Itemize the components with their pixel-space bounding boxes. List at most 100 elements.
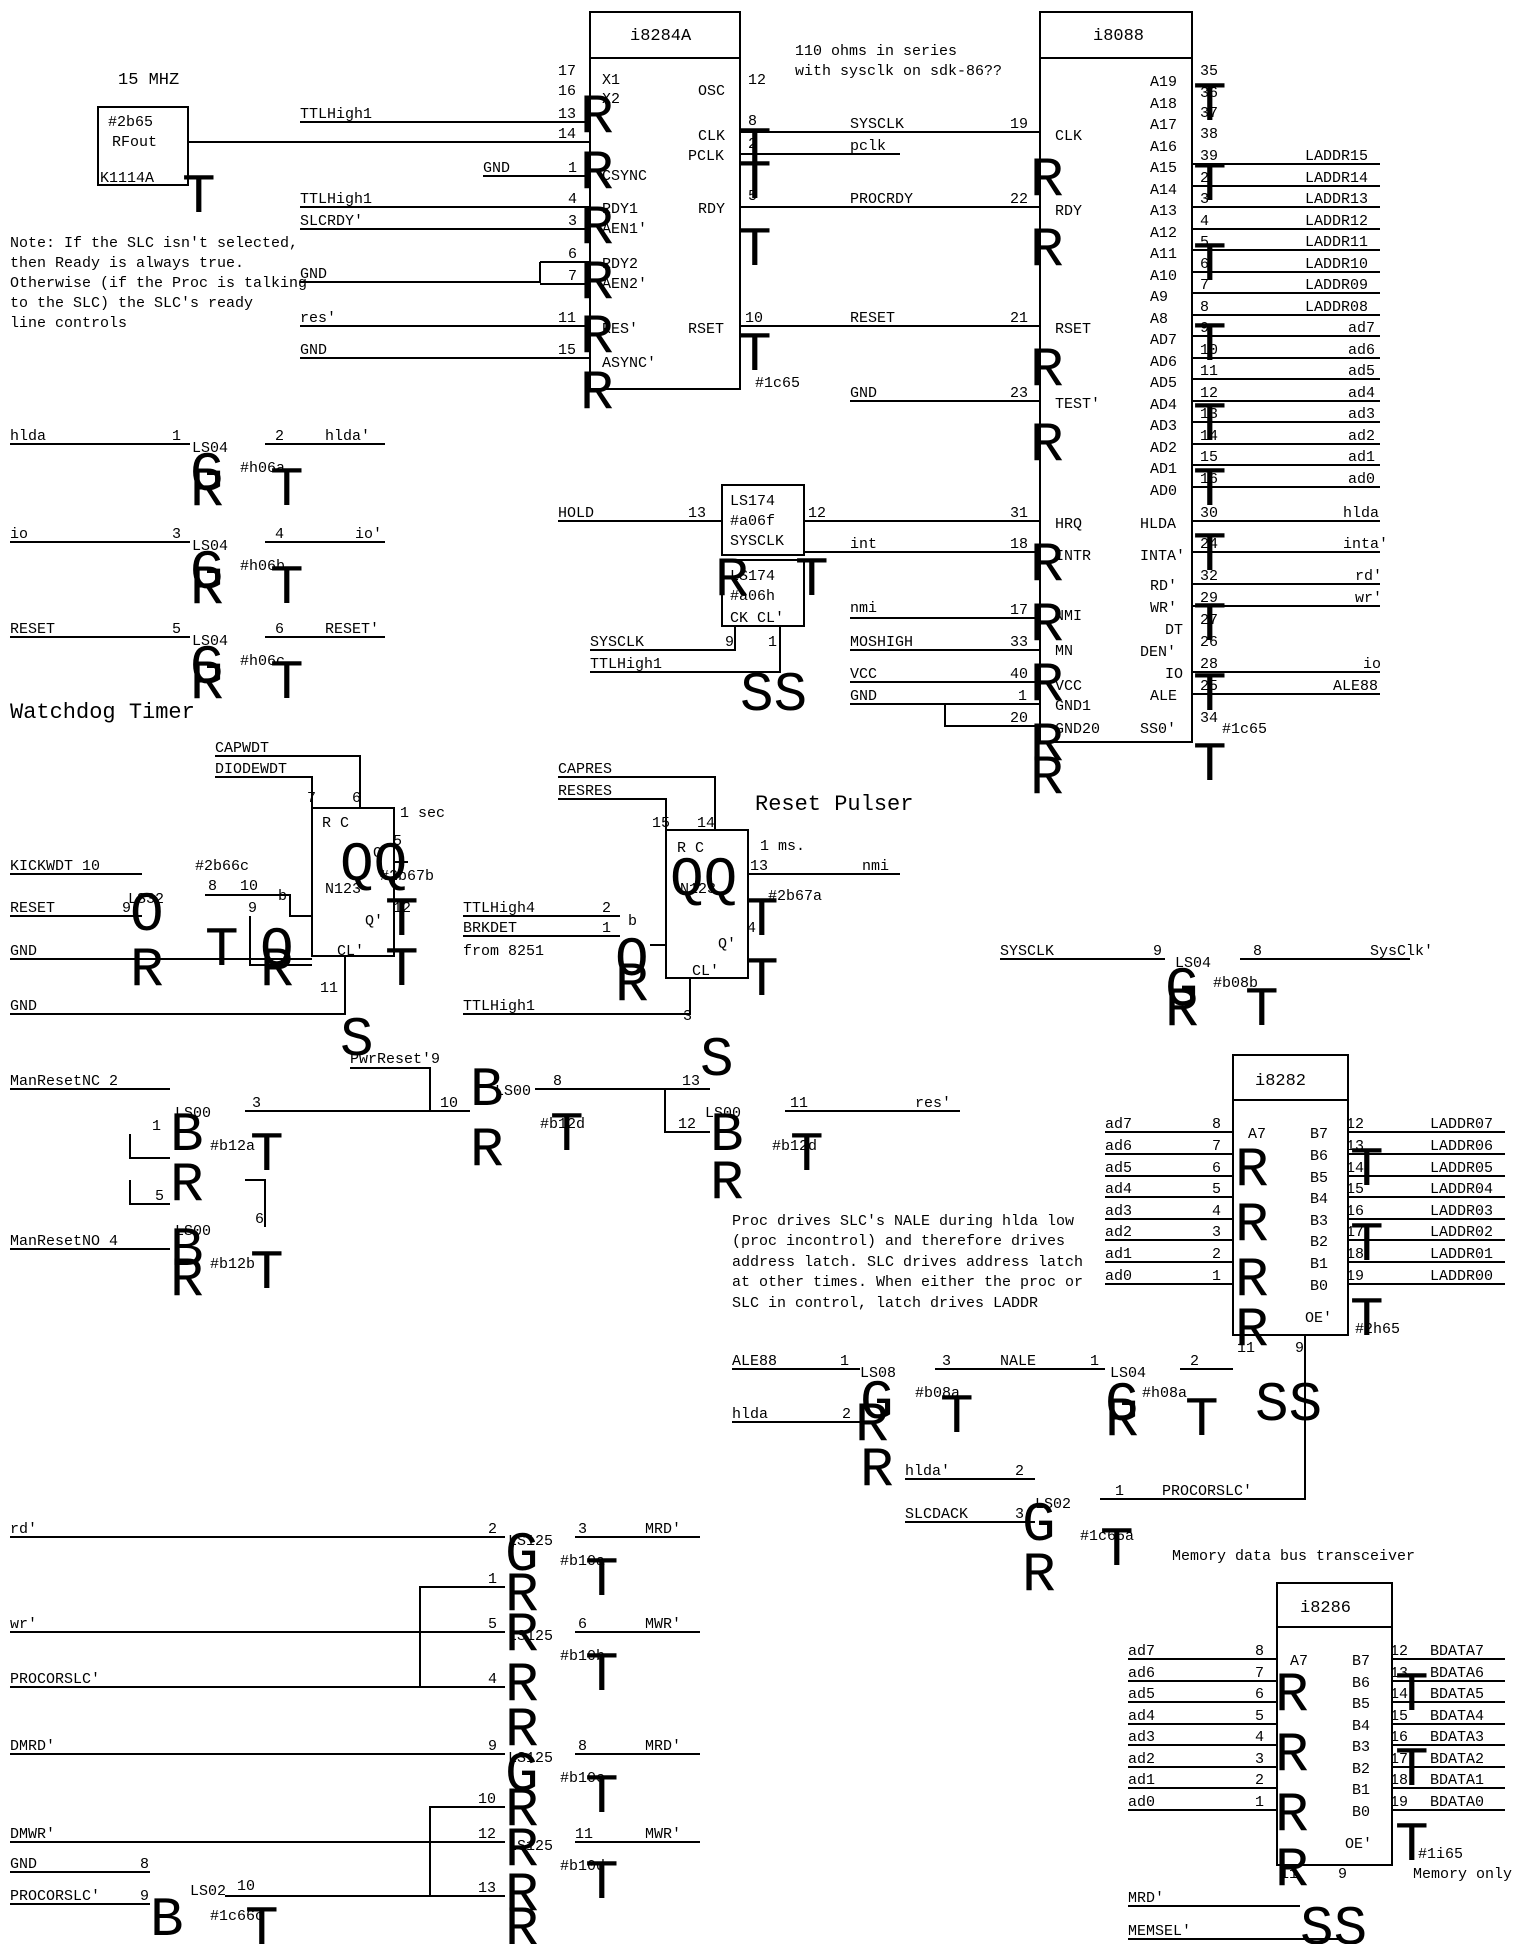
pin3k: 3 — [1015, 1506, 1024, 1523]
pin3m: 3 — [578, 1521, 587, 1538]
sig-gnd-c: GND — [300, 342, 327, 359]
i8282-b3: B3 — [1310, 1213, 1328, 1230]
ls174-clk: SYSCLK — [730, 533, 784, 550]
wdt-qbar: Q' — [365, 913, 383, 930]
schematic-symbol-glyph: R — [1030, 338, 1064, 402]
pin1h: 1 — [152, 1118, 161, 1135]
schematic-symbol-glyph: R — [1022, 1543, 1056, 1607]
laddr04: LADDR04 — [1430, 1181, 1493, 1198]
sig-mwr-a: MWR' — [645, 1616, 681, 1633]
i8286-p18: 18 — [1390, 1772, 1408, 1789]
bdata2: BDATA2 — [1430, 1751, 1484, 1768]
laddr13: LADDR13 — [1305, 191, 1368, 208]
pin-aen2: AEN2' — [602, 276, 647, 293]
note-nale-5: SLC in control, latch drives LADDR — [732, 1295, 1038, 1312]
part-2b66c: #2b66c — [195, 858, 249, 875]
pin24: 24 — [1200, 536, 1218, 553]
pin17: 17 — [558, 63, 576, 80]
pin34: 34 — [1200, 710, 1218, 727]
schematic-symbol-glyph: B — [710, 1103, 744, 1167]
sig-procrdy: PROCRDY — [850, 191, 913, 208]
schematic-symbol-glyph: G — [1022, 1493, 1056, 1557]
i8282-ad5: ad5 — [1105, 1160, 1132, 1177]
pin21: 21 — [1010, 310, 1028, 327]
schematic-symbol-glyph: T — [270, 556, 304, 620]
sig-ad4: ad4 — [1348, 385, 1375, 402]
ls00-b: LS00 — [495, 1083, 531, 1100]
schematic-symbol-glyph: R — [190, 556, 224, 620]
sig-procorslc-c: PROCORSLC' — [10, 1888, 100, 1905]
kickwdt: KICKWDT 10 — [10, 858, 100, 875]
schematic-symbol-glyph: R — [505, 1897, 539, 1944]
sig-moshigh: MOSHIGH — [850, 634, 913, 651]
pin22: 22 — [1010, 191, 1028, 208]
pin-inta: INTA' — [1140, 548, 1185, 565]
schematic-symbol-glyph: T — [738, 323, 772, 387]
sig-rd-b: rd' — [10, 1521, 37, 1538]
part-1c66a: #1c66a — [1080, 1528, 1134, 1545]
bdata0: BDATA0 — [1430, 1794, 1484, 1811]
sig-hlda-inv: hlda' — [325, 428, 370, 445]
sig-ttlhigh1-a: TTLHigh1 — [300, 106, 372, 123]
osc-part: #2b65 — [108, 114, 153, 131]
schematic-symbol-glyph: G — [190, 541, 224, 605]
pin1a: 1 — [568, 160, 577, 177]
sig-inta: inta' — [1343, 536, 1388, 553]
ttlhigh4: TTLHigh4 — [463, 900, 535, 917]
watchdog-title: Watchdog Timer — [10, 700, 195, 725]
i8286-p2: 2 — [1255, 1772, 1264, 1789]
sig-mrd-b: MRD' — [1128, 1890, 1164, 1907]
sig-sysclk: SYSCLK — [850, 116, 904, 133]
schematic-symbol-glyph: T — [182, 165, 216, 229]
part-1i65: #1i65 — [1418, 1846, 1463, 1863]
a17: A17 — [1150, 117, 1177, 134]
wdt-reset: RESET — [10, 900, 55, 917]
pin15f: 15 — [652, 815, 670, 832]
sig-reset-inv: RESET' — [325, 621, 379, 638]
pin-res-8284: RES' — [602, 321, 638, 338]
pin8m: 8 — [578, 1738, 587, 1755]
pin8n: 8 — [140, 1856, 149, 1873]
note-ready-4: to the SLC) the SLC's ready — [10, 295, 253, 312]
part-b12d2: #b12d — [772, 1138, 817, 1155]
ls125-b: LS125 — [508, 1628, 553, 1645]
schematic-symbol-glyph: T — [270, 458, 304, 522]
laddr09: LADDR09 — [1305, 277, 1368, 294]
sig-ale88: ALE88 — [1333, 678, 1378, 695]
schematic-symbol-glyph: T — [1395, 1663, 1429, 1727]
pin12b: 12 — [1200, 385, 1218, 402]
schematic-symbol-glyph: G — [1105, 1373, 1139, 1437]
sig-mrd-c: MRD' — [645, 1738, 681, 1755]
i8282-b7: B7 — [1310, 1126, 1328, 1143]
sig-ad6: ad6 — [1348, 342, 1375, 359]
sig-procorslc: PROCORSLC' — [1162, 1483, 1252, 1500]
pin14a: 14 — [558, 126, 576, 143]
schematic-symbol-glyph: T — [1395, 1813, 1429, 1877]
osc-freq: 15 MHZ — [118, 71, 179, 90]
i8286-b3: B3 — [1352, 1739, 1370, 1756]
osc-body — [97, 106, 189, 186]
i8282-p17: 17 — [1346, 1224, 1364, 1241]
pin-clk-8088: CLK — [1055, 128, 1082, 145]
schematic-symbol-glyph: T — [1193, 458, 1227, 522]
pin13f: 13 — [750, 858, 768, 875]
sig-gnd-d: GND — [850, 385, 877, 402]
pin9m: 9 — [488, 1738, 497, 1755]
sig-gnd-b: GND — [300, 266, 327, 283]
laddr15: LADDR15 — [1305, 148, 1368, 165]
pin11h: 11 — [790, 1095, 808, 1112]
part-2b67b: #2b67b — [380, 868, 434, 885]
ad3: AD3 — [1150, 418, 1177, 435]
schematic-symbol-glyph: B — [170, 1103, 204, 1167]
pin9n: 9 — [140, 1888, 149, 1905]
schematic-symbol-glyph: R — [1275, 1723, 1309, 1787]
schematic-symbol-glyph: T — [940, 1385, 974, 1449]
schematic-symbol-glyph: T — [745, 888, 779, 952]
i8282-b1: B1 — [1310, 1256, 1328, 1273]
ls00-c: LS00 — [705, 1105, 741, 1122]
i8282-ad3: ad3 — [1105, 1203, 1132, 1220]
i8286-ad1: ad1 — [1128, 1772, 1155, 1789]
sig-io-in: io — [10, 526, 28, 543]
i8282-b0: B0 — [1310, 1278, 1328, 1295]
pin9g: 9 — [1153, 943, 1162, 960]
